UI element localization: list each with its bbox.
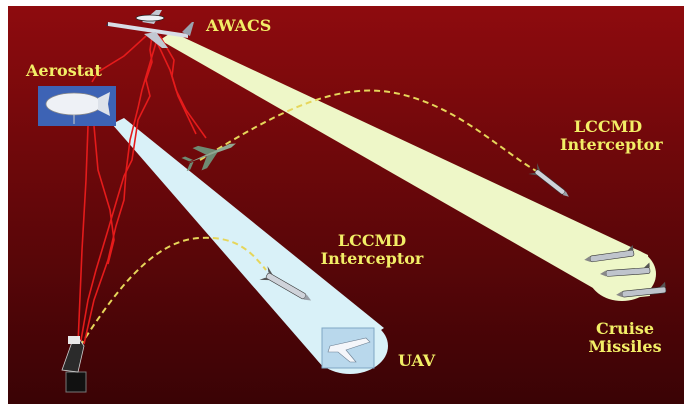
- cruise-missile-2: [600, 262, 651, 277]
- lccmd-interceptor-top-line2: Interceptor: [560, 135, 663, 154]
- awacs-to-aerostat-link: [91, 35, 147, 83]
- cruise-missiles-label: Cruise Missiles: [584, 320, 666, 356]
- awacs-to-fighter-link-2: [159, 35, 197, 135]
- awacs-radar-beam: [160, 32, 650, 300]
- ground-launcher-icon: [61, 336, 87, 393]
- lccmd-interceptor-mid-label: LCCMD Interceptor: [316, 232, 428, 268]
- fighter-jet-icon: [181, 143, 236, 171]
- aerostat-zigzag-link: [93, 125, 115, 265]
- uav-icon: [321, 327, 375, 369]
- lccmd-interceptor-mid-line1: LCCMD: [337, 231, 407, 250]
- aerostat-to-launcher-link: [77, 125, 89, 345]
- radar-data-links: [77, 35, 207, 347]
- cruise-missile-icon: [584, 245, 667, 298]
- lccmd-interceptor-mid-line2: Interceptor: [320, 249, 424, 268]
- aerostat-blimp-icon: [38, 86, 116, 126]
- aerostat-radar-beam: [112, 118, 384, 368]
- awacs-label: AWACS: [206, 16, 272, 35]
- cruise-missiles-line1: Cruise: [595, 319, 655, 338]
- uav-label: UAV: [398, 351, 436, 370]
- launcher-to-interceptor-path: [79, 236, 267, 347]
- aerostat-label: Aerostat: [26, 61, 102, 80]
- awacs-to-launcher-link: [79, 35, 153, 347]
- interceptor-missile-top-icon: [528, 162, 569, 197]
- cruise-missile-1: [584, 245, 635, 263]
- fighter-to-interceptor-path: [199, 89, 539, 173]
- awacs-to-launcher-link-2: [83, 35, 159, 345]
- lccmd-interceptor-top-line1: LCCMD: [573, 117, 643, 136]
- cruise-missiles-line2: Missiles: [588, 337, 662, 356]
- cruise-missile-3: [616, 281, 667, 298]
- lccmd-interceptor-top-label: LCCMD Interceptor: [560, 117, 663, 154]
- awacs-aircraft-icon: [106, 10, 194, 48]
